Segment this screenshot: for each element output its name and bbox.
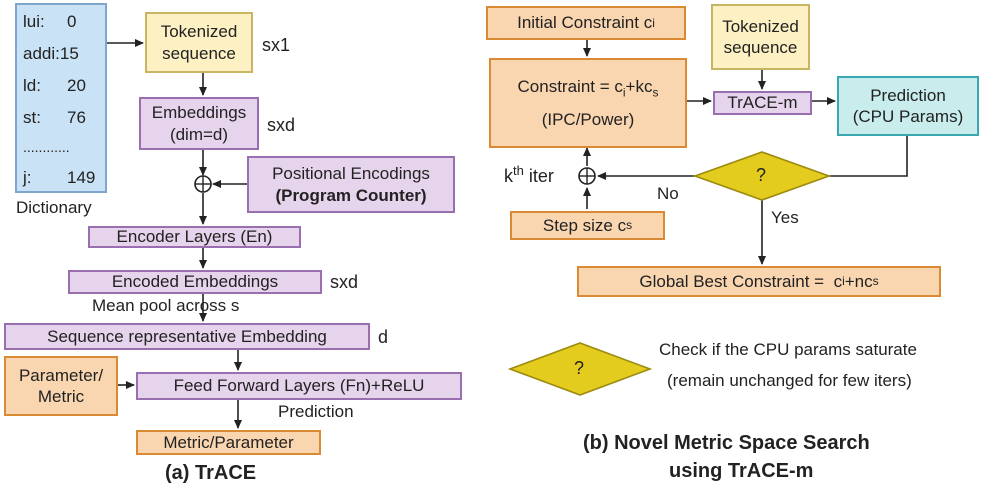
encoder-layers-box: Encoder Layers (En) (88, 226, 301, 248)
sequence-representative-box: Sequence representative Embedding (4, 323, 370, 350)
legend-symbol: ? (574, 358, 585, 378)
decision-diamond (692, 151, 832, 201)
dictionary-label: Dictionary (16, 198, 92, 217)
legend-line-2: (remain unchanged for few iters) (667, 371, 912, 390)
parameter-metric-box: Parameter/ Metric (4, 356, 118, 416)
embeddings-dim-label: sxd (267, 115, 296, 135)
tokenized-sequence-box-b: Tokenized sequence (711, 4, 810, 70)
prediction-label-a: Prediction (278, 402, 354, 421)
tokenized-dim-label: sx1 (262, 35, 291, 55)
positional-encodings-box: Positional Encodings (Program Counter) (247, 156, 455, 213)
legend-line-1: Check if the CPU params saturate (659, 340, 917, 359)
caption-b-line1: (b) Novel Metric Space Search (583, 432, 870, 454)
seqrep-dim-label: d (378, 327, 389, 347)
legend-diamond (507, 342, 653, 396)
metric-parameter-output-box: Metric/Parameter (136, 430, 321, 455)
caption-b-line2: using TrACE-m (669, 460, 814, 482)
decision-symbol: ? (756, 165, 767, 185)
constraint-box: Constraint = ci+kcs (IPC/Power) (489, 58, 687, 148)
trace-m-box: TrACE-m (713, 91, 812, 115)
tokenized-sequence-box: Tokenized sequence (145, 12, 253, 73)
caption-a: (a) TrACE (165, 462, 257, 484)
feed-forward-box: Feed Forward Layers (Fn)+ReLU (136, 372, 462, 400)
no-label: No (657, 184, 679, 203)
encoded-embeddings-box: Encoded Embeddings (68, 270, 322, 294)
embeddings-box: Embeddings (dim=d) (139, 97, 259, 150)
kth-iter-label: kth iter (504, 163, 554, 186)
prediction-box: Prediction (CPU Params) (837, 76, 979, 136)
arrow-prediction-to-decision (828, 136, 908, 177)
mean-pool-label: Mean pool across s (92, 296, 240, 315)
encoded-dim-label: sxd (330, 272, 359, 292)
dictionary-box: lui:0 addi:15 ld:20 st:76 ............ j… (15, 3, 107, 193)
yes-label: Yes (771, 208, 799, 227)
